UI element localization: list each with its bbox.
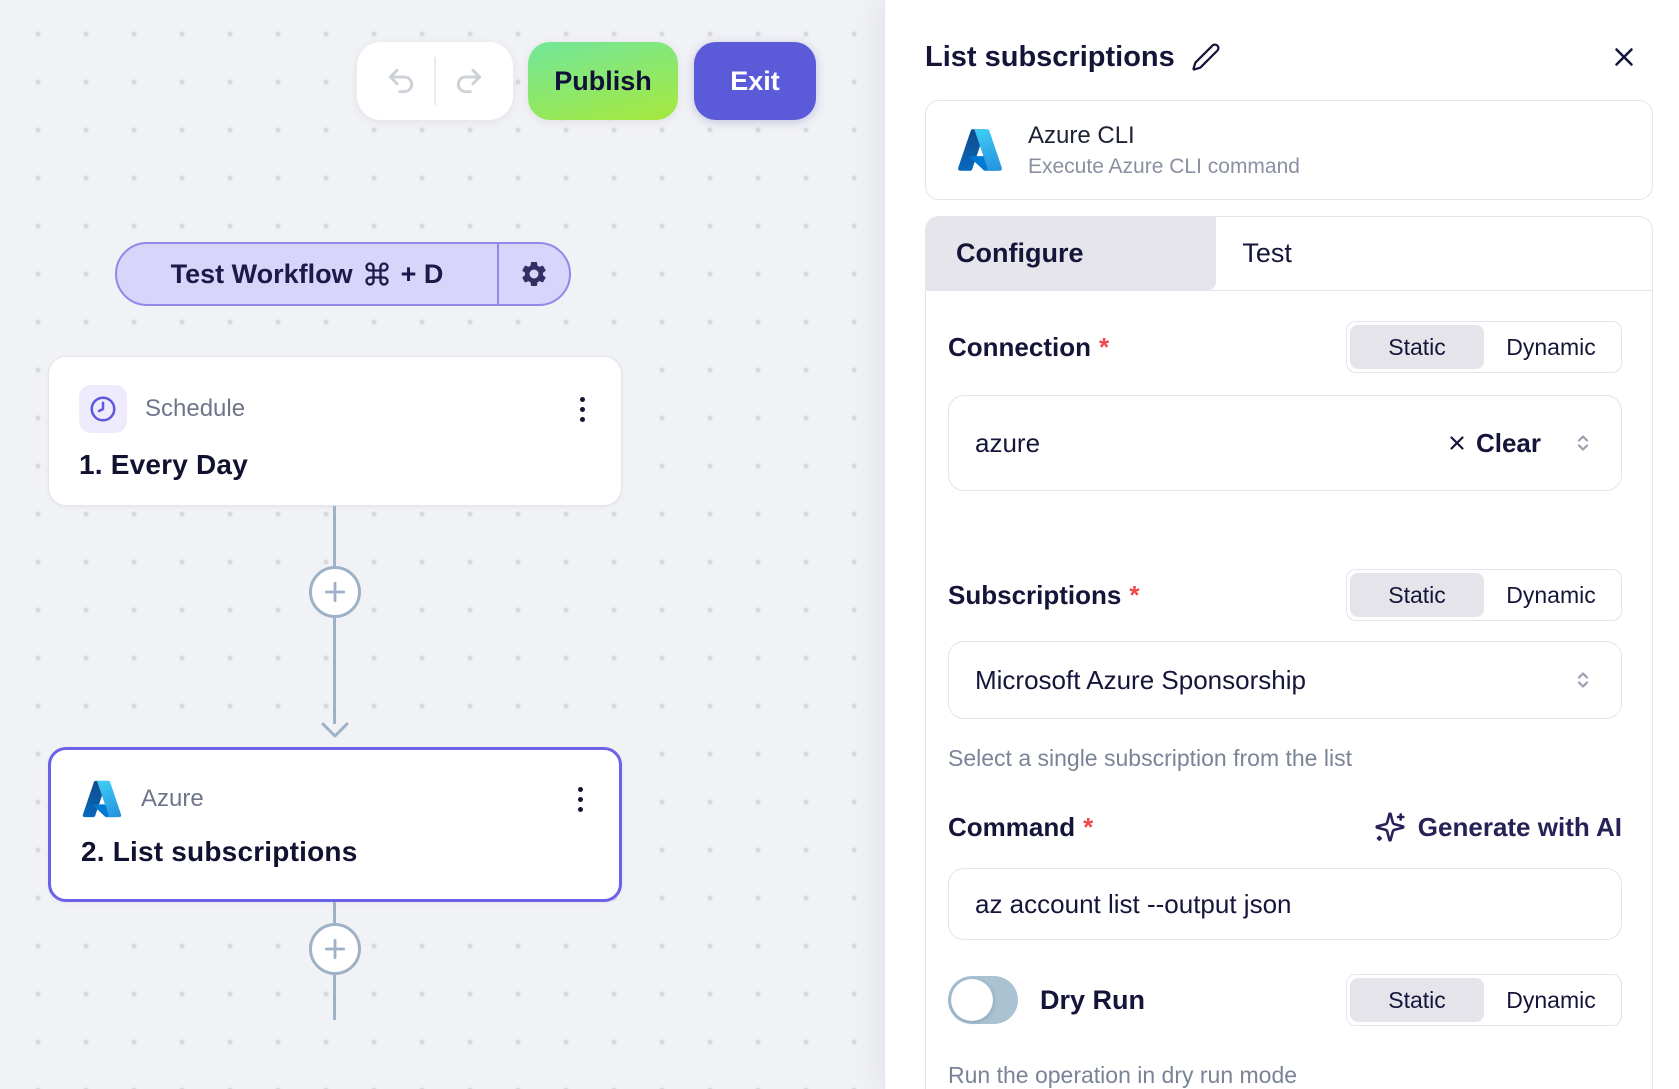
azure-cli-logo-icon <box>956 126 1004 174</box>
configure-form: Connection* Static Dynamic azure Clear <box>926 291 1652 1089</box>
tab-configure[interactable]: Configure <box>926 217 1217 290</box>
plus-icon <box>322 579 348 605</box>
step-app-name: Schedule <box>145 395 246 422</box>
test-workflow-pill: Test Workflow + D <box>115 242 571 306</box>
workflow-settings-button[interactable] <box>497 244 569 304</box>
command-key-icon <box>363 260 391 288</box>
piece-description: Execute Azure CLI command <box>1028 154 1300 178</box>
step-node-schedule[interactable]: Schedule 1. Every Day <box>48 356 622 506</box>
required-mark: * <box>1129 579 1140 610</box>
test-workflow-button[interactable]: Test Workflow + D <box>117 244 497 304</box>
tab-test[interactable]: Test <box>1242 238 1292 268</box>
connection-dynamic-option[interactable]: Dynamic <box>1506 333 1596 360</box>
step-options-button[interactable] <box>574 391 591 428</box>
panel-title: List subscriptions <box>925 40 1175 73</box>
piece-name: Azure CLI <box>1028 121 1135 149</box>
dry-run-mode-toggle: Static Dynamic <box>1346 974 1622 1026</box>
clear-label: Clear <box>1475 427 1541 458</box>
redo-button[interactable] <box>446 58 492 104</box>
dry-run-helper: Run the operation in dry run mode <box>948 1062 1298 1088</box>
workflow-canvas[interactable]: Publish Exit Test Workflow + D <box>0 0 884 1089</box>
close-panel-button[interactable] <box>1609 42 1639 72</box>
exit-button[interactable]: Exit <box>694 42 816 120</box>
configure-test-container: Configure Test Connection* Static Dynami… <box>925 216 1653 1089</box>
step-app-name: Azure <box>141 785 204 812</box>
publish-button[interactable]: Publish <box>528 42 678 120</box>
required-mark: * <box>1083 811 1094 842</box>
generate-with-ai-button[interactable]: Generate with AI <box>1374 811 1622 843</box>
dry-run-static-option[interactable]: Static <box>1350 978 1484 1022</box>
step-title: 1. Every Day <box>79 449 248 480</box>
required-mark: * <box>1099 331 1110 362</box>
test-workflow-label: Test Workflow <box>170 258 353 289</box>
undo-button[interactable] <box>378 58 424 104</box>
generate-with-ai-label: Generate with AI <box>1417 811 1622 842</box>
step-options-button[interactable] <box>572 781 589 818</box>
dry-run-dynamic-option[interactable]: Dynamic <box>1506 986 1596 1013</box>
subscriptions-select[interactable]: Microsoft Azure Sponsorship <box>948 641 1622 719</box>
connector-line <box>333 902 336 923</box>
subscriptions-mode-toggle: Static Dynamic <box>1346 569 1622 621</box>
command-value: az account list --output json <box>975 888 1292 919</box>
connection-static-option[interactable]: Static <box>1350 325 1484 369</box>
subscriptions-value: Microsoft Azure Sponsorship <box>975 664 1306 695</box>
piece-info-card: Azure CLI Execute Azure CLI command <box>925 100 1653 200</box>
step-settings-panel: List subscriptions <box>884 0 1679 1089</box>
command-input[interactable]: az account list --output json <box>948 868 1622 940</box>
toolbar-divider <box>434 57 436 105</box>
connection-select[interactable]: azure Clear <box>948 395 1622 491</box>
connector-line <box>333 975 336 1020</box>
toggle-knob <box>951 979 993 1021</box>
schedule-icon-box <box>79 385 127 433</box>
command-label: Command* <box>948 811 1094 842</box>
connection-label: Connection* <box>948 331 1110 362</box>
connector-arrow-icon <box>320 721 350 739</box>
clear-connection-button[interactable]: Clear <box>1446 428 1541 459</box>
dry-run-label: Dry Run <box>1040 984 1146 1015</box>
plus-icon <box>322 936 348 962</box>
sparkles-icon <box>1374 811 1406 843</box>
step-node-azure[interactable]: Azure 2. List subscriptions <box>48 747 622 902</box>
pencil-icon <box>1191 42 1221 72</box>
shortcut-label: + D <box>400 258 444 289</box>
dry-run-toggle[interactable] <box>948 976 1018 1024</box>
add-step-button[interactable] <box>309 566 361 618</box>
subscriptions-dynamic-option[interactable]: Dynamic <box>1506 581 1596 608</box>
connection-value: azure <box>975 427 1041 458</box>
azure-logo-icon <box>81 778 123 820</box>
rename-step-button[interactable] <box>1191 42 1221 72</box>
gear-icon <box>519 259 549 289</box>
connector-line <box>333 618 336 724</box>
clock-icon <box>88 394 118 424</box>
chevron-up-down-icon <box>1571 668 1595 692</box>
connection-mode-toggle: Static Dynamic <box>1346 321 1622 373</box>
close-icon <box>1609 42 1639 72</box>
subscriptions-static-option[interactable]: Static <box>1350 573 1484 617</box>
subscriptions-label: Subscriptions* <box>948 579 1140 610</box>
x-icon <box>1446 432 1468 454</box>
connector-line <box>333 506 336 568</box>
subscriptions-helper: Select a single subscription from the li… <box>948 745 1352 771</box>
redo-icon <box>453 65 485 97</box>
undo-redo-group <box>357 42 513 120</box>
undo-icon <box>385 65 417 97</box>
step-title: 2. List subscriptions <box>81 836 358 867</box>
add-step-button[interactable] <box>309 923 361 975</box>
chevron-up-down-icon <box>1571 431 1595 455</box>
